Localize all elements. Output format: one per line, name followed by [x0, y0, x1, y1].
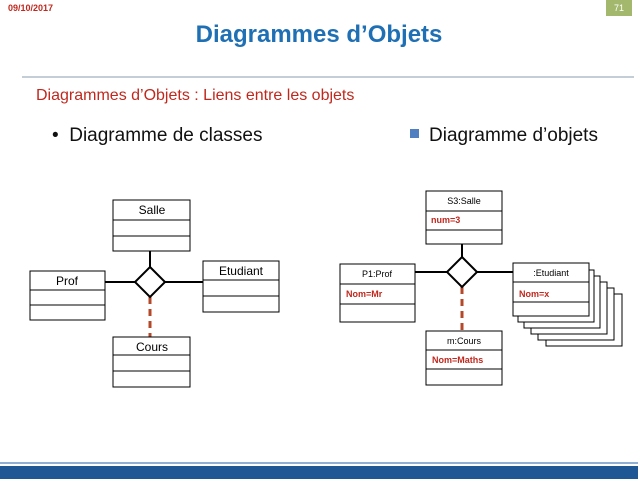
object-etudiant-name: :Etudiant [533, 268, 569, 278]
object-etudiant-attr: Nom=x [519, 289, 549, 299]
slide-title: Diagrammes d’Objets [195, 21, 443, 48]
slide-subtitle: Diagrammes d’Objets : Liens entre les ob… [36, 87, 355, 104]
class-salle-name: Salle [139, 203, 166, 217]
object-etudiant: :Etudiant Nom=x [512, 262, 590, 317]
object-salle-attr: num=3 [431, 215, 460, 225]
obj-association-diamond [445, 255, 479, 289]
object-etudiant-stack: :Etudiant Nom=x [512, 262, 623, 347]
object-prof: P1:Prof Nom=Mr [339, 263, 416, 323]
class-cours-name: Cours [136, 340, 168, 354]
class-etudiant-name: Etudiant [219, 264, 264, 278]
object-cours: m:Cours Nom=Maths [425, 330, 503, 386]
footer-line [0, 462, 638, 464]
class-cours: Cours [112, 336, 191, 388]
bullet-class-diagram: • Diagramme de classes [52, 125, 262, 147]
object-prof-attr: Nom=Mr [346, 289, 383, 299]
object-prof-name: P1:Prof [362, 269, 393, 279]
bullet-object-diagram-label: Diagramme d’objets [429, 125, 598, 146]
slide-date: 09/10/2017 [8, 3, 54, 13]
bullet-object-diagram: Diagramme d’objets [410, 125, 598, 147]
class-prof: Prof [29, 270, 106, 321]
object-diagram: S3:Salle num=3 P1:Prof Nom=Mr :Etudiant … [339, 190, 623, 386]
association-diamond [133, 265, 167, 299]
bullet-class-diagram-label: Diagramme de classes [69, 125, 263, 146]
class-prof-name: Prof [56, 274, 79, 288]
title-divider [22, 76, 634, 78]
footer-band [0, 466, 638, 479]
class-salle: Salle [112, 199, 191, 252]
square-bullet-icon [410, 129, 419, 138]
object-cours-name: m:Cours [447, 336, 482, 346]
object-salle: S3:Salle num=3 [425, 190, 503, 245]
class-etudiant: Etudiant [202, 260, 280, 313]
bullet-dot: • [52, 125, 70, 146]
object-salle-name: S3:Salle [447, 196, 481, 206]
page-number: 71 [606, 0, 632, 16]
object-cours-attr: Nom=Maths [432, 355, 483, 365]
class-diagram: Salle Prof Etudiant Cours [29, 199, 280, 388]
